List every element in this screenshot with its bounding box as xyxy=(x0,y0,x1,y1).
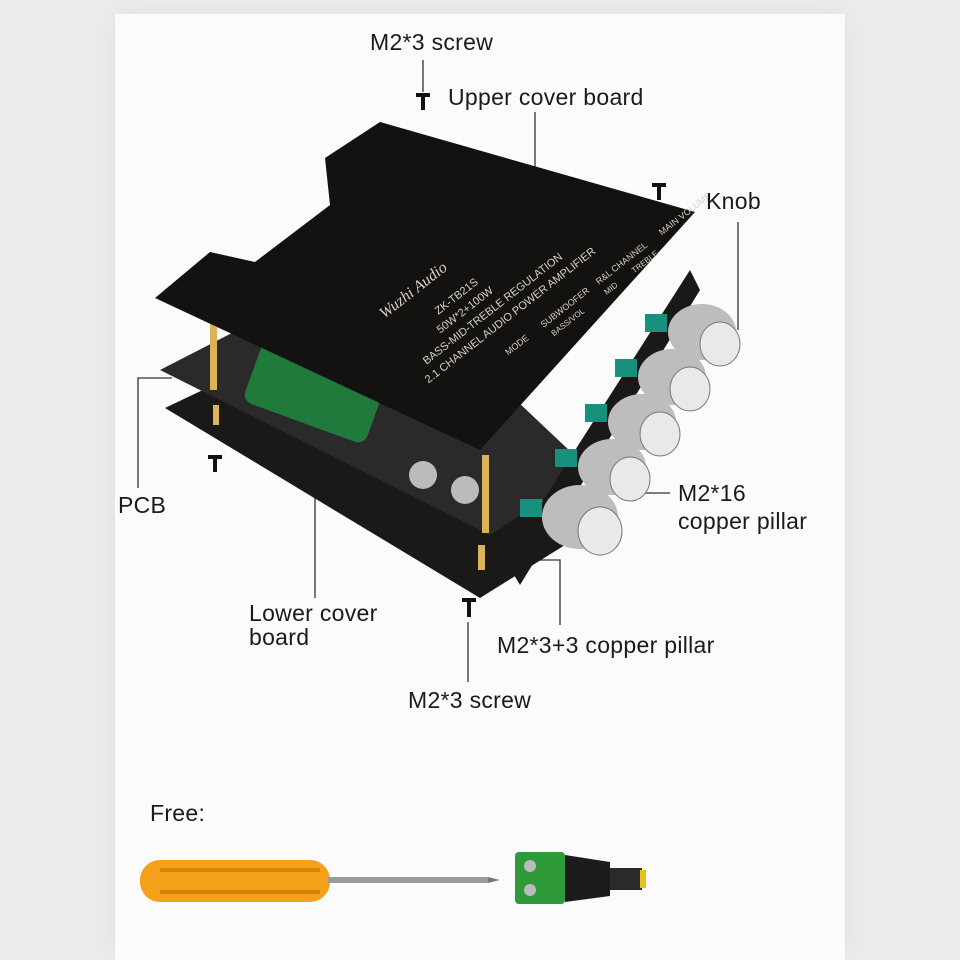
capacitor-large xyxy=(244,337,386,443)
upper-cover-board xyxy=(155,122,695,450)
dc-jack-adapter-icon xyxy=(515,852,646,904)
label-pcb: PCB xyxy=(118,492,167,518)
label-m2-16-pillar-line1: M2*16 xyxy=(678,480,746,506)
screw-icons xyxy=(208,93,666,617)
label-knob: Knob xyxy=(706,188,761,214)
label-free: Free: xyxy=(150,800,206,826)
label-m2-3-3-pillar: M2*3+3 copper pillar xyxy=(497,632,715,658)
label-lower-cover-line1: Lower cover xyxy=(249,600,378,626)
label-top-screw: M2*3 screw xyxy=(370,29,494,55)
screwdriver-icon xyxy=(140,860,500,902)
copper-pillars xyxy=(210,315,489,570)
label-bottom-screw: M2*3 screw xyxy=(408,687,532,713)
label-upper-cover-board: Upper cover board xyxy=(448,84,644,110)
capacitor xyxy=(451,476,479,504)
label-lower-cover-line2: board xyxy=(249,624,310,650)
knobs xyxy=(520,304,741,556)
label-m2-16-pillar-line2: copper pillar xyxy=(678,508,808,534)
capacitor xyxy=(409,461,437,489)
